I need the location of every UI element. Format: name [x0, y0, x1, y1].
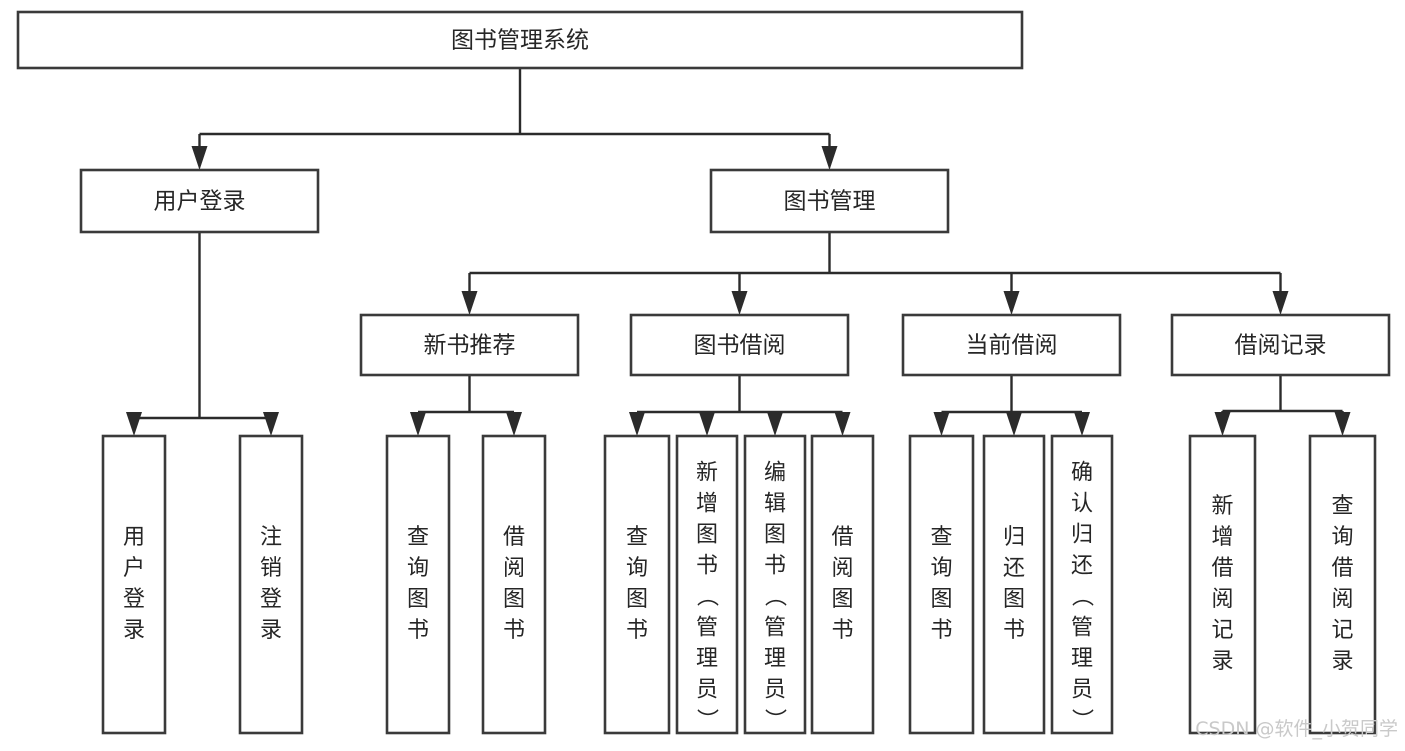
node-book-borrow[interactable]: 图书借阅	[629, 313, 850, 377]
node-leaf-user-login[interactable]: 用户登录	[101, 434, 167, 735]
node-box	[675, 434, 739, 735]
arrow-to-user-login	[191, 146, 208, 170]
node-box	[982, 434, 1046, 735]
node-leaf-edit-book[interactable]: 编辑图书（管理员）	[743, 434, 807, 735]
node-box	[101, 434, 167, 735]
arrow-to-leaf-confirm-return	[1074, 412, 1090, 436]
node-box	[481, 434, 547, 735]
node-label: 新增借阅记录	[1211, 494, 1233, 674]
node-label: 编辑图书（管理员）	[764, 461, 787, 734]
node-leaf-add-book[interactable]: 新增图书（管理员）	[675, 434, 739, 735]
node-label: 查询图书	[626, 525, 648, 643]
arrow-to-borrow-record	[1272, 291, 1289, 315]
node-label: 查询借阅记录	[1331, 494, 1353, 674]
node-new-book-recommend[interactable]: 新书推荐	[359, 313, 580, 377]
node-box	[810, 434, 875, 735]
arrow-to-new-book-recommend	[461, 291, 478, 315]
node-leaf-borrow-book-2[interactable]: 借阅图书	[810, 434, 875, 735]
node-label: 图书借阅	[694, 333, 786, 359]
node-box	[385, 434, 451, 735]
node-label: 借阅图书	[503, 525, 525, 643]
node-label: 新增图书（管理员）	[696, 461, 719, 734]
node-box	[16, 10, 1024, 70]
node-leaf-query-record[interactable]: 查询借阅记录	[1308, 434, 1377, 735]
arrow-to-leaf-logout	[263, 412, 279, 436]
node-layer: 图书管理系统用户登录图书管理新书推荐图书借阅当前借阅借阅记录用户登录注销登录查询…	[16, 10, 1391, 735]
arrow-to-leaf-return-book	[1006, 412, 1022, 436]
node-box	[1050, 434, 1114, 735]
node-label: 确认归还（管理员）	[1071, 461, 1094, 734]
node-label: 用户登录	[123, 525, 145, 643]
node-leaf-confirm-return[interactable]: 确认归还（管理员）	[1050, 434, 1114, 735]
arrow-to-leaf-add-record	[1214, 412, 1231, 436]
node-book-manage[interactable]: 图书管理	[709, 168, 950, 234]
node-box	[1170, 313, 1391, 377]
arrow-to-leaf-user-login	[126, 412, 142, 436]
node-leaf-return-book[interactable]: 归还图书	[982, 434, 1046, 735]
node-leaf-logout[interactable]: 注销登录	[238, 434, 304, 735]
node-label: 借阅记录	[1235, 333, 1327, 359]
arrow-to-leaf-add-book	[699, 412, 715, 436]
node-box	[238, 434, 304, 735]
node-label: 归还图书	[1003, 525, 1025, 643]
node-box	[629, 313, 850, 377]
arrow-to-leaf-query-book-3	[933, 412, 950, 436]
arrow-to-book-borrow	[731, 291, 748, 315]
arrow-to-leaf-edit-book	[767, 412, 783, 436]
node-borrow-record[interactable]: 借阅记录	[1170, 313, 1391, 377]
node-current-borrow[interactable]: 当前借阅	[901, 313, 1122, 377]
node-leaf-add-record[interactable]: 新增借阅记录	[1188, 434, 1257, 735]
node-label: 当前借阅	[966, 333, 1058, 359]
node-box	[603, 434, 671, 735]
node-label: 新书推荐	[424, 333, 516, 359]
node-box	[1188, 434, 1257, 735]
node-box	[743, 434, 807, 735]
node-label: 注销登录	[260, 525, 282, 643]
node-box	[709, 168, 950, 234]
node-box	[79, 168, 320, 234]
node-root[interactable]: 图书管理系统	[16, 10, 1024, 70]
node-leaf-query-book-1[interactable]: 查询图书	[385, 434, 451, 735]
csdn-watermark: CSDN @软件_小贺同学	[1195, 718, 1398, 740]
node-leaf-query-book-2[interactable]: 查询图书	[603, 434, 671, 735]
arrow-to-leaf-query-book-1	[410, 412, 426, 436]
node-user-login[interactable]: 用户登录	[79, 168, 320, 234]
node-label: 查询图书	[407, 525, 429, 643]
connector-layer	[126, 68, 1351, 436]
node-label: 借阅图书	[831, 525, 853, 643]
arrow-to-leaf-query-record	[1334, 412, 1351, 436]
arrow-to-book-manage	[821, 146, 838, 170]
node-box	[908, 434, 975, 735]
node-box	[901, 313, 1122, 377]
node-label: 用户登录	[154, 189, 246, 215]
arrow-to-leaf-borrow-book-1	[506, 412, 522, 436]
node-label: 图书管理	[784, 189, 876, 215]
arrow-to-leaf-borrow-book-2	[834, 412, 851, 436]
node-box	[1308, 434, 1377, 735]
node-box	[359, 313, 580, 377]
node-leaf-borrow-book-1[interactable]: 借阅图书	[481, 434, 547, 735]
arrow-to-leaf-query-book-2	[629, 412, 645, 436]
arrow-to-current-borrow	[1003, 291, 1020, 315]
node-label: 查询图书	[930, 525, 952, 643]
node-leaf-query-book-3[interactable]: 查询图书	[908, 434, 975, 735]
node-label: 图书管理系统	[451, 28, 589, 54]
